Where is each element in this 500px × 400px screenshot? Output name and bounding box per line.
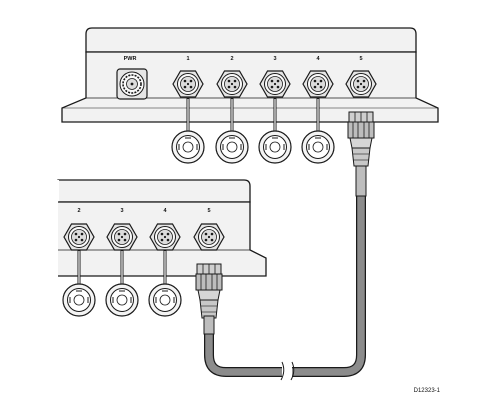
dust-cap-icon — [301, 130, 335, 164]
cable-strain-relief — [203, 315, 215, 335]
cable-plug-icon — [347, 111, 375, 167]
network-cable — [204, 195, 366, 381]
upper-port-label-4: 4 — [316, 56, 320, 62]
upper-port-label-1: 1 — [186, 56, 189, 62]
power-port-label: PWR — [124, 56, 137, 62]
dust-cap-icon — [105, 283, 139, 317]
upper-port-label-2: 2 — [230, 56, 233, 62]
cable-strain-relief — [355, 165, 367, 197]
lower-port-label-5: 5 — [207, 208, 210, 214]
upper-port-label-3: 3 — [273, 56, 276, 62]
dust-cap-icon — [215, 130, 249, 164]
dust-cap-icon — [258, 130, 292, 164]
cable-break-symbol — [280, 361, 295, 381]
dust-cap-icon — [148, 283, 182, 317]
reference-code: D12323-1 — [414, 388, 441, 394]
lower-port-label-3: 3 — [120, 208, 123, 214]
dust-cap-icon — [171, 130, 205, 164]
upper-network-unit — [61, 27, 439, 123]
upper-port-label-5: 5 — [359, 56, 362, 62]
lower-port-label-4: 4 — [163, 208, 167, 214]
lower-port-label-2: 2 — [77, 208, 80, 214]
power-connector-icon — [116, 68, 148, 100]
dust-cap-icon — [62, 283, 96, 317]
cable-plug-icon — [195, 263, 223, 319]
